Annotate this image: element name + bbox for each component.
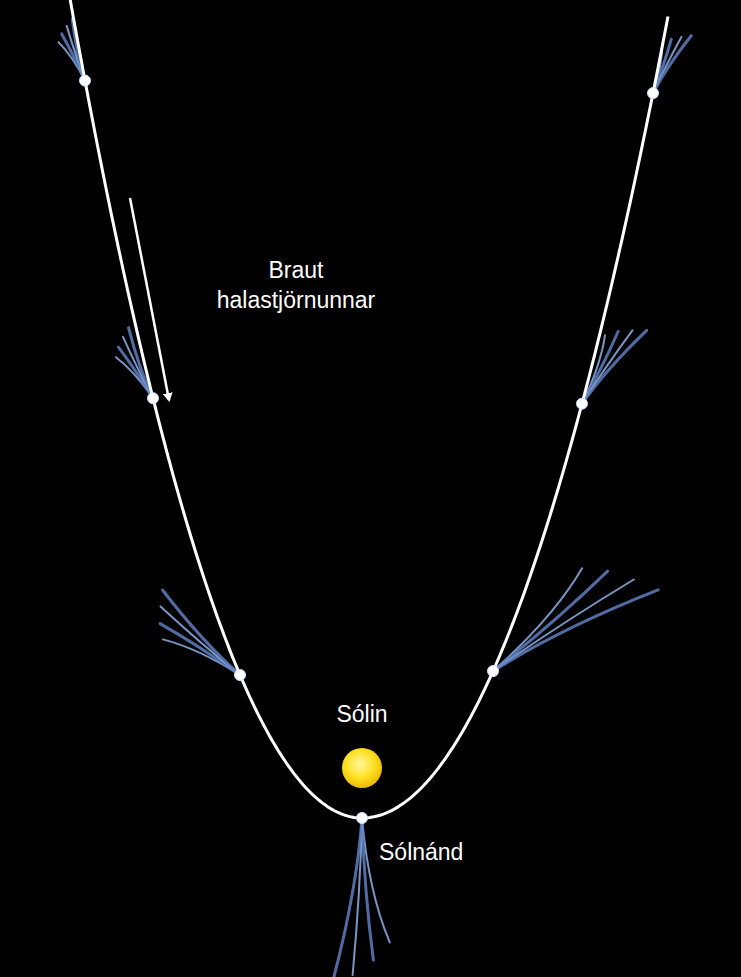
orbit-label: Braut halastjörnunnar: [196, 256, 396, 316]
comet-head: [80, 75, 91, 86]
comet-tail: [493, 590, 658, 671]
perihelion-label: Sólnánd: [379, 838, 519, 868]
comet-tail: [331, 818, 362, 977]
comet-head: [577, 398, 588, 409]
comet-head: [148, 393, 159, 404]
comet-orbit: [70, 0, 668, 818]
comet-tail: [493, 571, 608, 671]
comet-tails: [59, 19, 692, 977]
comet-heads: [80, 75, 659, 823]
comet-head: [648, 88, 659, 99]
comet-head: [488, 666, 499, 677]
comet-tail: [362, 818, 373, 960]
comet-head: [235, 670, 246, 681]
sun-label: Sólin: [312, 700, 412, 730]
direction-arrow: [130, 198, 169, 400]
comet-head: [357, 813, 368, 824]
comet-tail: [163, 590, 241, 675]
sun: [342, 748, 382, 788]
